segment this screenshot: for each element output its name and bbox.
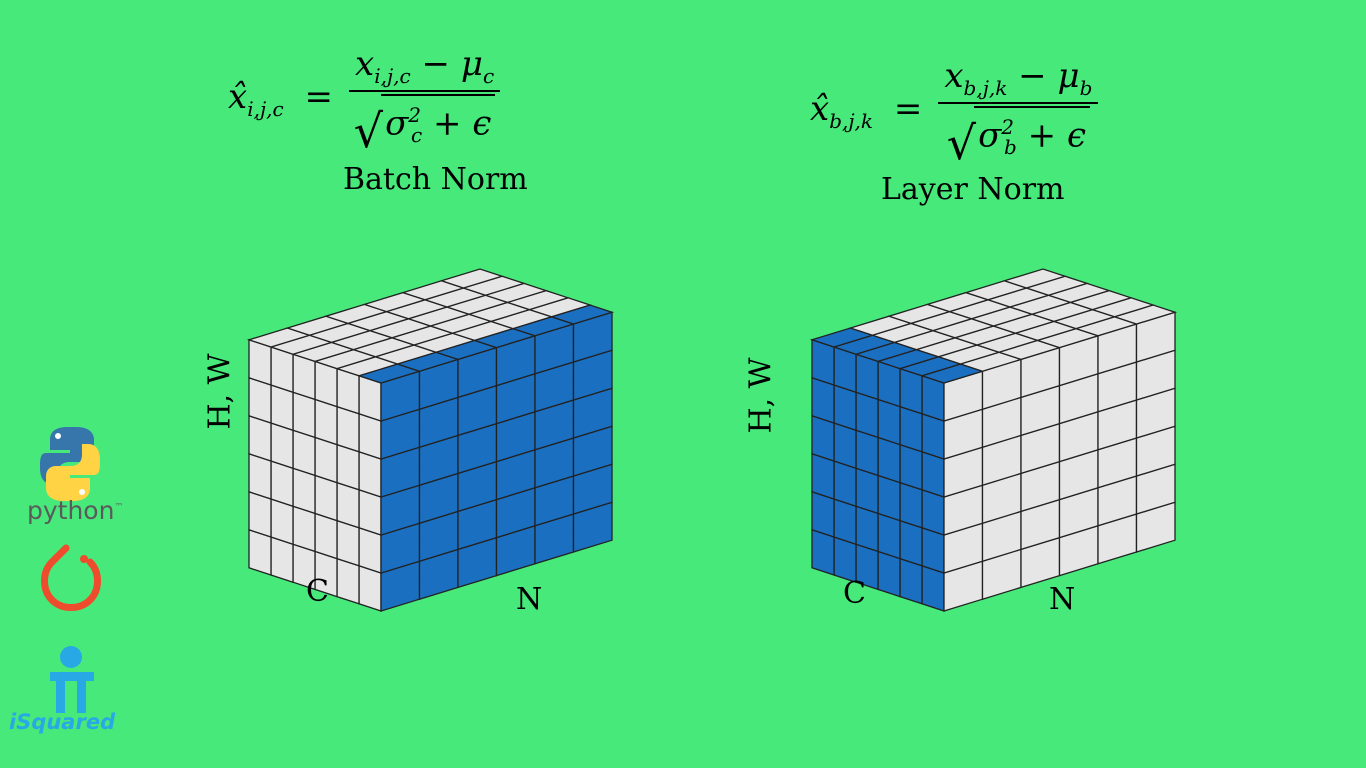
formula-lhs-subscript: i,j,c	[247, 96, 284, 121]
batch-norm-axis-n: N	[516, 582, 543, 617]
formula-numerator: xi,j,c − μc	[349, 44, 501, 92]
formula-denominator: √σ2b + ϵ	[947, 104, 1090, 166]
layer-norm-formula: x̂b,j,k = xb,j,k − μb √σ2b + ϵ	[810, 56, 1099, 166]
layer-norm-axis-n: N	[1049, 582, 1076, 617]
layer-norm-title: Layer Norm	[881, 172, 1065, 207]
batch-norm-title: Batch Norm	[343, 162, 528, 197]
equals-sign: =	[893, 89, 923, 130]
batch-norm-top-face-cell	[439, 268, 505, 289]
formula-fraction: xi,j,c − μc √σ2c + ϵ	[349, 44, 501, 154]
batch-norm-axis-c: C	[306, 574, 329, 609]
sqrt-sign: √	[353, 103, 384, 158]
formula-denominator: √σ2c + ϵ	[354, 92, 496, 154]
batch-norm-cube	[246, 268, 615, 612]
isquared-logo-icon	[50, 646, 94, 713]
layer-norm-axis-hw: H, W	[743, 357, 779, 434]
layer-norm-axis-c: C	[843, 576, 866, 611]
formula-fraction: xb,j,k − μb √σ2b + ϵ	[938, 56, 1099, 166]
pytorch-logo-icon	[41, 544, 101, 611]
formula-lhs-symbol: x̂	[228, 77, 248, 118]
layer-norm-top-face-cell	[1002, 268, 1068, 289]
python-logo-icon	[40, 427, 100, 501]
equals-sign: =	[304, 77, 334, 118]
formula-numerator: xb,j,k − μb	[938, 56, 1099, 104]
python-logo-text: python™	[27, 496, 124, 525]
layer-norm-cube	[809, 268, 1178, 612]
formula-lhs-subscript: b,j,k	[829, 108, 874, 133]
batch-norm-axis-hw: H, W	[202, 353, 238, 430]
logos-column	[40, 427, 101, 713]
isquared-logo-text: iSquared	[9, 710, 116, 734]
batch-norm-formula: x̂i,j,c = xi,j,c − μc √σ2c + ϵ	[228, 44, 501, 154]
sqrt-sign: √	[946, 115, 977, 170]
formula-lhs-symbol: x̂	[810, 89, 830, 130]
